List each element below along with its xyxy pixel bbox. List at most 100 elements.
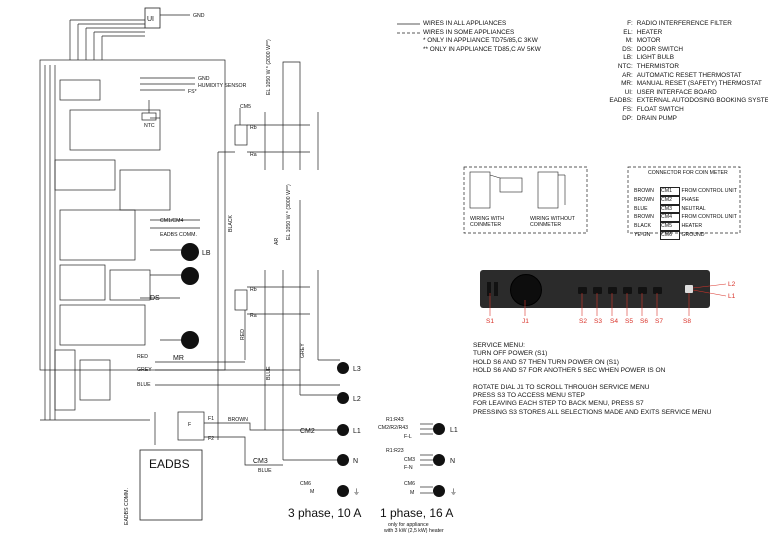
eadbs-comm-side-label: EADBS COMM.: [124, 488, 130, 525]
three-phase-terminals: [337, 362, 349, 497]
legend-code: UI:: [624, 88, 633, 96]
service-menu-line: HOLD S6 AND S7 FOR ANOTHER 5 SEC WHEN PO…: [473, 367, 666, 375]
bridge-cm2: CM2/R2/R43: [378, 425, 408, 431]
pin-desc: FROM CONTROL UNIT: [681, 214, 737, 221]
pin-id: CM3: [660, 204, 680, 214]
cm5-label: CM5: [240, 104, 251, 110]
legend-desc: HEATER: [636, 28, 663, 36]
legend-code: NTC:: [617, 62, 633, 70]
legend-desc: MANUAL RESET (SAFETY) THERMOSTAT: [636, 80, 762, 88]
coinmeter-without-label: WIRING WITHOUT: [530, 216, 576, 222]
legend-desc: LIGHT BULB: [636, 54, 674, 62]
light-bulb-label: LB: [202, 250, 211, 257]
bridge-fl: F-L: [404, 434, 412, 440]
service-menu-line: [473, 376, 763, 384]
upper-rb: Rb: [250, 125, 257, 131]
radio-filter: [177, 411, 205, 441]
legend-code: EL:: [623, 28, 633, 36]
legend-note-1: * ONLY IN APPLIANCE TD75/85,C 3KW: [423, 37, 538, 45]
label-l1: L1: [728, 293, 736, 300]
legend-right: F:RADIO INTERFERENCE FILTER EL:HEATER M:…: [541, 20, 768, 123]
red-wire-label: RED: [240, 329, 246, 340]
legend: WIRES IN ALL APPLIANCES WIRES IN SOME AP…: [395, 20, 768, 123]
button-s3[interactable]: [593, 287, 602, 294]
coinmeter-without-label-2: COINMETER: [530, 222, 561, 228]
coinmeter-row: BLACK CM5 HEATER: [634, 222, 737, 231]
label-s4: S4: [610, 318, 619, 325]
one-phase-title: 1 phase, 16 A: [380, 506, 453, 520]
label-s1: S1: [486, 318, 495, 325]
ui-board: [144, 7, 161, 29]
coinmeter-row: BROWN CM4 FROM CONTROL UNIT: [634, 213, 737, 223]
pin-id: CM4: [660, 213, 680, 223]
legend-dashed-text: WIRES IN SOME APPLIANCES: [423, 28, 515, 36]
pin-color: BLUE: [634, 205, 648, 212]
bridge-cm3: CM3: [404, 457, 415, 463]
bridge-cm6: CM6: [404, 481, 415, 487]
mr-label: MR: [173, 355, 184, 362]
pin-desc: HEATER: [681, 223, 703, 230]
button-s4[interactable]: [608, 287, 617, 294]
terminal-cm6-m: CM6: [300, 481, 311, 487]
blue-feed-label: BLUE: [137, 382, 151, 388]
filter-f2: F2: [208, 436, 214, 442]
legend-code: FS:: [622, 105, 633, 113]
label-s6: S6: [640, 318, 649, 325]
dial-j1[interactable]: [510, 274, 542, 306]
lower-relay: [234, 200, 340, 461]
coinmeter-row: BLUE CM3 NEUTRAL: [634, 204, 737, 214]
bridge-r1-r23: R1:R23: [386, 448, 404, 454]
service-menu-line: ROTATE DIAL J1 TO SCROLL THROUGH SERVICE…: [473, 383, 650, 391]
control-panel: [480, 270, 710, 308]
service-menu-line: FOR LEAVING EACH STEP TO BACK MENU, PRES…: [473, 400, 644, 408]
component-circles: [181, 243, 199, 349]
button-s7[interactable]: [653, 287, 662, 294]
terminal-m: M: [310, 489, 314, 495]
gnd-top-label: GND: [193, 13, 205, 19]
legend-code: M:: [625, 37, 633, 45]
pin-id: CM2: [660, 195, 680, 205]
label-s7: S7: [655, 318, 664, 325]
legend-desc: RADIO INTERFERENCE FILTER: [636, 20, 732, 27]
pin-color: BLACK: [634, 223, 652, 230]
pin-id: CM6: [660, 230, 680, 240]
one-phase-n: N: [450, 458, 455, 465]
power-switch-s1[interactable]: [487, 282, 491, 296]
pin-desc: NEUTRAL: [681, 205, 706, 212]
terminal-ground: ⏚: [353, 488, 360, 496]
brown-wire-label: BROWN: [228, 417, 248, 423]
legend-desc: AUTOMATIC RESET THERMOSTAT: [636, 71, 742, 79]
button-s2[interactable]: [578, 287, 587, 294]
service-menu-line: HOLD S6 AND S7 THEN TURN POWER ON (S1): [473, 358, 619, 366]
pin-id: CM5: [660, 222, 680, 231]
coinmeter-with-label: WIRING WITH: [470, 216, 504, 222]
pin-color: YE-GN: [634, 231, 651, 238]
legend-code: AR:: [622, 71, 633, 79]
label-s2: S2: [579, 318, 588, 325]
eadbs-comm-label: EADBS COMM.: [160, 232, 197, 238]
service-menu-line: PRESSING S3 STORES ALL SELECTIONS MADE A…: [473, 408, 712, 416]
lower-rb: Rb: [250, 287, 257, 293]
upper-ra: Ra: [250, 152, 257, 158]
power-switch-s1-b[interactable]: [494, 282, 498, 296]
legend-code: DP:: [622, 114, 633, 122]
legend-code: LB:: [623, 54, 633, 62]
pin-color: BROWN: [634, 196, 654, 203]
legend-code: F:: [627, 20, 633, 27]
terminal-n: N: [353, 458, 358, 465]
pin-color: BROWN: [634, 214, 654, 221]
button-s8[interactable]: [685, 285, 693, 293]
one-phase-l1: L1: [450, 427, 458, 434]
button-s5[interactable]: [623, 287, 632, 294]
terminal-l2: L2: [353, 396, 361, 403]
service-menu-line: SERVICE MENU:: [473, 342, 525, 349]
button-s6[interactable]: [638, 287, 647, 294]
three-phase-title: 3 phase, 10 A: [288, 506, 361, 520]
filter-label: F: [188, 422, 191, 428]
one-phase-ground: ⏚: [450, 488, 457, 496]
one-phase-note-2: with 3 kW (2,5 kW) heater: [384, 528, 444, 534]
